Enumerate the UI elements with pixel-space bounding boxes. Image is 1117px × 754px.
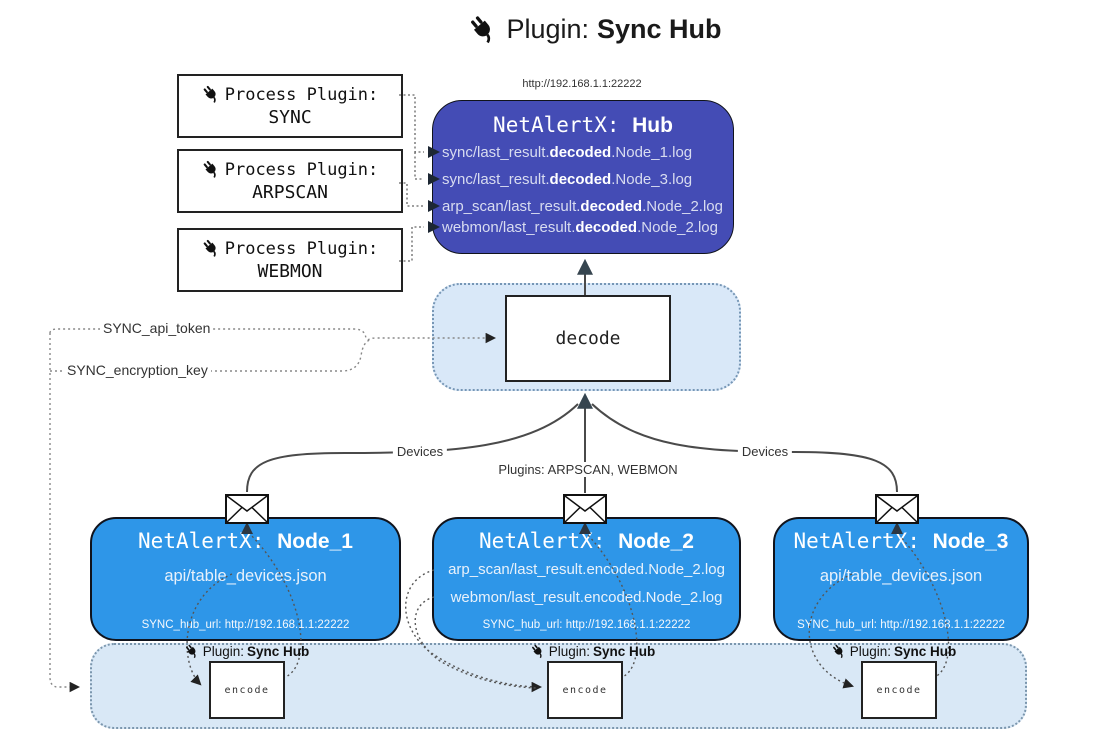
node3-hub-url: SYNC_hub_url: http://192.168.1.1:22222 — [797, 619, 1005, 631]
plug-icon — [833, 644, 843, 659]
node3-title: NetAlertX: Node_3 — [793, 529, 1009, 553]
encode-box-1: encode — [209, 661, 285, 719]
hub-log-line: sync/last_result.decoded.Node_3.log — [442, 171, 693, 188]
node2-box: NetAlertX: Node_2 arp_scan/last_result.e… — [432, 517, 741, 641]
node2-file-2: webmon/last_result.encoded.Node_2.log — [450, 589, 723, 606]
hub-title-mono: NetAlertX: — [493, 113, 633, 137]
process-plugin-label: Process Plugin: — [224, 159, 379, 180]
band-label-2: Plugin: Sync Hub — [531, 644, 655, 659]
devices-label-right: Devices — [737, 444, 793, 459]
node1-hub-url: SYNC_hub_url: http://192.168.1.1:22222 — [141, 619, 350, 631]
process-plugin-box-sync: Process Plugin: SYNC — [177, 74, 403, 138]
hub-title: NetAlertX: Hub — [433, 113, 733, 138]
plug-icon — [532, 644, 542, 659]
hub-url-label: http://192.168.1.1:22222 — [522, 78, 642, 90]
node1-title: NetAlertX: Node_1 — [138, 529, 353, 553]
devices-label-left: Devices — [392, 444, 448, 459]
node2-file-1: arp_scan/last_result.encoded.Node_2.log — [448, 561, 725, 578]
plugins-label-center: Plugins: ARPSCAN, WEBMON — [494, 462, 682, 477]
envelope-icon — [875, 494, 919, 524]
hub-log-line: sync/last_result.decoded.Node_1.log — [442, 144, 693, 161]
node1-file: api/table_devices.json — [164, 567, 327, 585]
process-plugin-label: Process Plugin: — [224, 238, 379, 259]
band-label-1: Plugin: Sync Hub — [185, 644, 309, 659]
encode-box-2: encode — [547, 661, 623, 719]
plug-icon — [471, 15, 491, 43]
node1-box: NetAlertX: Node_1 api/table_devices.json… — [90, 517, 401, 641]
band-label-3: Plugin: Sync Hub — [832, 644, 956, 659]
edge-sync-to-hub-2 — [414, 152, 424, 180]
process-plugin-box-arpscan: Process Plugin: ARPSCAN — [177, 149, 403, 213]
sync-api-token-label: SYNC_api_token — [100, 320, 214, 336]
plug-icon — [203, 239, 216, 257]
decode-label: decode — [555, 328, 621, 349]
envelope-icon — [563, 494, 607, 524]
sync-encryption-key-label: SYNC_encryption_key — [64, 362, 211, 378]
plug-icon — [203, 160, 216, 178]
process-plugin-name: ARPSCAN — [252, 181, 328, 203]
decode-box: decode — [505, 295, 671, 382]
plug-icon — [203, 85, 216, 103]
plug-icon — [186, 644, 196, 659]
node2-title: NetAlertX: Node_2 — [479, 529, 694, 553]
page-title: Plugin: Sync Hub — [468, 14, 722, 45]
hub-title-bold: Hub — [632, 114, 673, 137]
title-bold: Sync Hub — [597, 14, 722, 44]
node3-box: NetAlertX: Node_3 api/table_devices.json… — [773, 517, 1029, 641]
title-prefix: Plugin: — [506, 14, 590, 44]
encode-box-3: encode — [861, 661, 937, 719]
hub-log-line: webmon/last_result.decoded.Node_2.log — [442, 219, 718, 236]
process-plugin-label: Process Plugin: — [224, 84, 379, 105]
path-config-to-band — [49, 333, 81, 693]
node3-file: api/table_devices.json — [819, 567, 983, 585]
process-plugin-box-webmon: Process Plugin: WEBMON — [177, 228, 403, 292]
process-plugin-name: WEBMON — [257, 260, 323, 282]
hub-log-line: arp_scan/last_result.decoded.Node_2.log — [442, 198, 723, 215]
envelope-icon — [225, 494, 269, 524]
node2-hub-url: SYNC_hub_url: http://192.168.1.1:22222 — [482, 619, 691, 631]
hub-box: NetAlertX: Hub sync/last_result.decoded.… — [432, 100, 734, 254]
process-plugin-name: SYNC — [268, 106, 312, 128]
